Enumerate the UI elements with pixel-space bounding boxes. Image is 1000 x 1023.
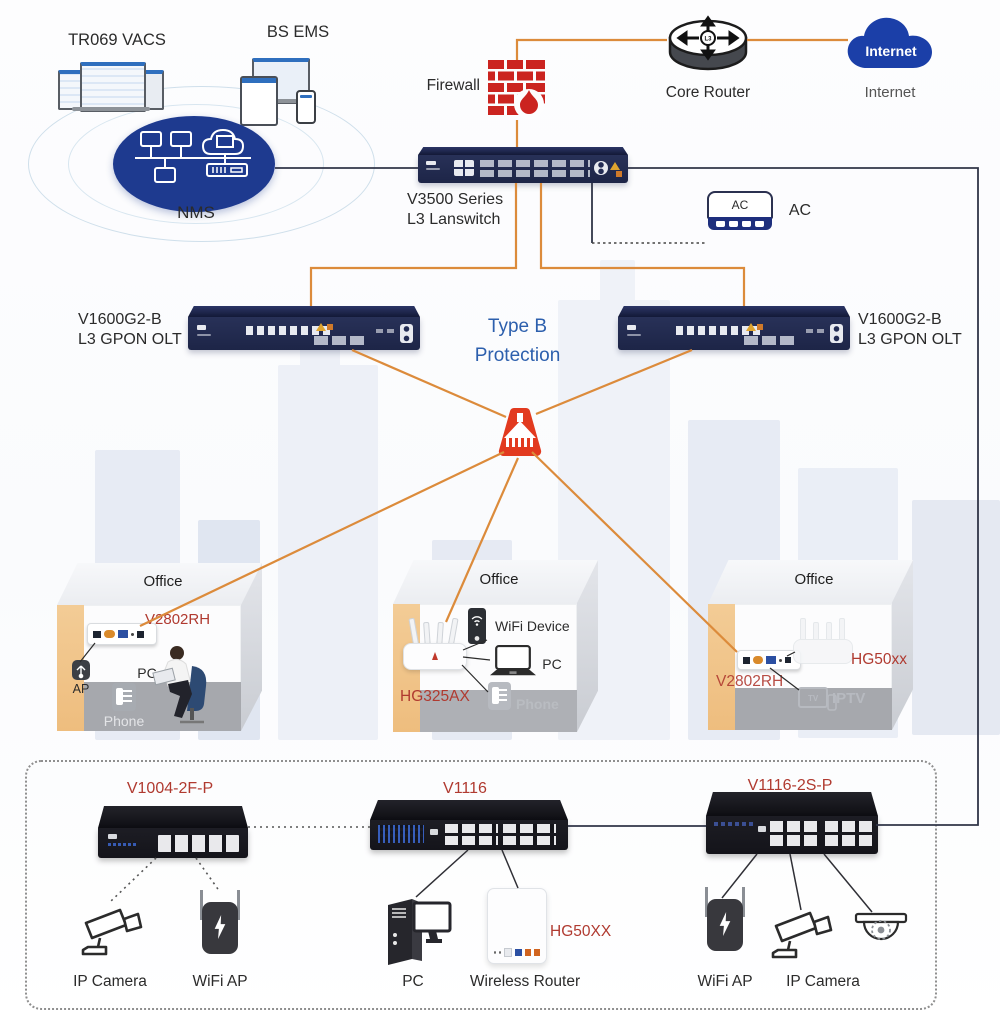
core-router-label: Core Router [665, 84, 751, 101]
internet-cloud-icon: Internet [847, 17, 932, 69]
olt-right-device [618, 306, 850, 350]
office-3-router-label: HG50xx [851, 651, 907, 668]
office-2: Office HG325AX WiFi Device PC [393, 560, 598, 732]
office-2-phone-label: Phone [516, 696, 559, 712]
olt-left-device [188, 306, 420, 350]
office-2-wifi-device-icon [468, 608, 486, 644]
office-1-title: Office [143, 573, 183, 590]
wireless-router-model: HG50XX [550, 923, 612, 940]
olt-right-label: V1600G2-B L3 GPON OLT [858, 311, 962, 348]
core-router-icon: L3 [668, 15, 748, 71]
v1004-switch [98, 806, 248, 858]
v1116-2s-p-switch [706, 792, 878, 854]
ip-camera-1-label: IP Camera [73, 973, 147, 990]
bs-ems-label: BS EMS [266, 23, 330, 41]
ip-camera-2-dome-icon [854, 912, 908, 941]
office-3-iptv-label: IPTV [832, 690, 866, 707]
nms-inner-ring [68, 104, 324, 224]
office-1-ap-label: AP [72, 682, 90, 696]
nms-outer-ring [28, 86, 375, 242]
nms-label: NMS [177, 203, 215, 222]
internet-label: Internet [864, 84, 916, 101]
core-router-l3-badge: L3 [704, 37, 712, 43]
office-1-ont-label: V2802RH [145, 611, 211, 628]
office-2-router-label: HG325AX [400, 688, 470, 705]
tr069-vacs-label: TR069 VACS [68, 31, 166, 49]
v1116-switch [370, 800, 568, 850]
wireless-router-label: Wireless Router [469, 973, 581, 990]
nms-network-icon [135, 128, 251, 183]
office-1-ont-device [87, 623, 157, 645]
office-1-pc-label: PC [137, 665, 157, 681]
ac-label: AC [788, 202, 812, 219]
office-2-title: Office [479, 571, 519, 588]
office-3-tv-badge: TV [808, 694, 819, 703]
office-1-phone-label: Phone [103, 713, 145, 729]
office-1-person-at-desk [152, 646, 207, 724]
ac-device: AC [707, 191, 773, 231]
optical-splitter-icon [498, 407, 542, 457]
office-2-pc-label: PC [542, 656, 562, 672]
wireless-router-icon [487, 888, 547, 964]
office-3: Office V2802RH HG50xx TV IPTV [708, 560, 913, 730]
pc-bottom-label: PC [402, 973, 424, 990]
v1116-label: V1116 [443, 780, 487, 797]
wifi-ap-2-label: WiFi AP [697, 973, 753, 990]
v3500-switch [418, 147, 628, 183]
office-3-ont-device [737, 650, 801, 670]
office-2-phone-icon [488, 682, 511, 710]
wifi-ap-1-label: WiFi AP [192, 973, 248, 990]
office-1-ap-icon [72, 660, 90, 680]
type-b-protection-label: Type B Protection [474, 316, 561, 367]
ac-device-text: AC [707, 191, 773, 219]
office-2-laptop-icon [490, 644, 536, 676]
firewall-icon [488, 60, 545, 119]
ip-camera-1-icon [81, 908, 143, 956]
firewall-label: Firewall [426, 77, 480, 94]
v1004-label: V1004-2F-P [126, 780, 214, 797]
office-1-phone-icon [112, 683, 136, 711]
v3500-label: V3500 Series L3 Lanswitch [407, 191, 504, 228]
office-3-ont-label: V2802RH [716, 673, 784, 690]
olt-left-label: V1600G2-B L3 GPON OLT [78, 311, 182, 348]
internet-cloud-text: Internet [865, 43, 917, 59]
wire-firewall-corerouter [515, 38, 667, 60]
pc-tower-icon [388, 899, 452, 965]
ip-camera-2-label: IP Camera [786, 973, 860, 990]
office-1: Office V2802RH AP PC Phone [57, 563, 262, 731]
office-2-wifi-device-label: WiFi Device [495, 618, 570, 634]
nms-ellipse [113, 116, 275, 212]
ip-camera-2-bullet-icon [771, 911, 833, 959]
access-layer-box [25, 760, 937, 1010]
office-3-title: Office [794, 571, 834, 588]
